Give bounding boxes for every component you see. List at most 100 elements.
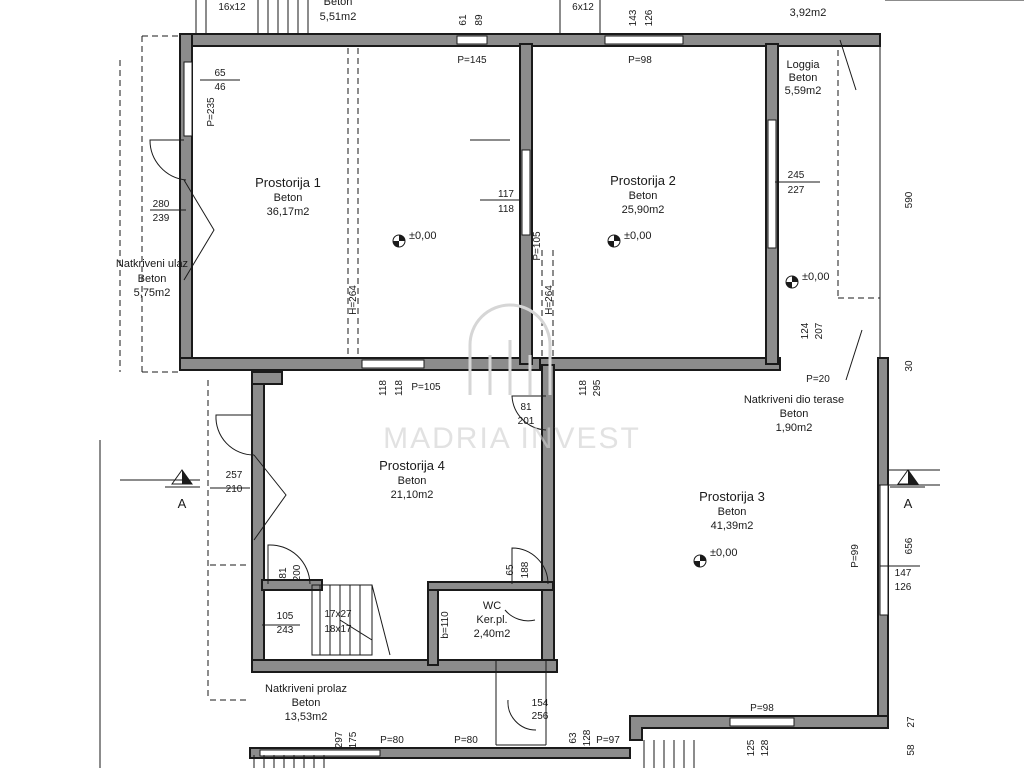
dim-126a: 126 (644, 9, 655, 26)
dim-30: 30 (904, 360, 915, 372)
level-marker-r3 (693, 554, 707, 568)
dim-81a: 81 (520, 402, 532, 413)
terrace-area: 1,90m2 (776, 422, 813, 434)
dim-590: 590 (904, 191, 915, 208)
wc-material: Ker.pl. (476, 614, 507, 626)
room3-area: 41,39m2 (711, 520, 754, 532)
wall-wc-left (427, 584, 439, 666)
dim-p80b: P=80 (454, 735, 478, 746)
dim-154: 154 (532, 698, 549, 709)
window-top-2 (604, 35, 684, 45)
dim-65b: 65 (505, 564, 516, 576)
dim-81b: 81 (278, 567, 289, 579)
terrace-material: Beton (780, 408, 809, 420)
room4-material: Beton (398, 475, 427, 487)
dim-h264b: H=264 (544, 285, 555, 315)
dim-210: 210 (226, 484, 243, 495)
dim-128b: 128 (760, 739, 771, 756)
window-left-room1 (183, 61, 193, 137)
dim-46: 46 (214, 82, 226, 93)
window-room1-bottom (361, 359, 425, 369)
loggia-name: Loggia (786, 59, 820, 71)
door-swing-room4 (215, 414, 255, 456)
dimension-texts: 16x12 6x12 61 89 143 126 P=145 P=98 65 4… (153, 2, 917, 756)
dim-p235: P=235 (206, 97, 217, 127)
wall-bottom-wc (251, 659, 558, 673)
wc-name: WC (483, 600, 501, 612)
dim-201: 201 (518, 416, 535, 427)
wall-bottom-room3 (629, 715, 889, 741)
dim-89: 89 (474, 14, 485, 26)
window-room1-room2 (521, 149, 531, 236)
loggia-area: 5,59m2 (785, 85, 822, 97)
level-marker-r2 (607, 234, 621, 248)
door-entry-leaf (183, 179, 215, 281)
dim-p20: P=20 (806, 374, 830, 385)
wc-area: 2,40m2 (474, 628, 511, 640)
dim-118b: 118 (378, 380, 389, 396)
room2-material: Beton (629, 190, 658, 202)
dim-656: 656 (904, 537, 915, 554)
dim-126b: 126 (895, 582, 912, 593)
section-left-label: A (178, 496, 187, 511)
wall-room4-room3 (541, 364, 555, 666)
doors (149, 39, 863, 731)
passage-name: Natkriveni prolaz (265, 683, 347, 695)
dim-257: 257 (226, 470, 243, 481)
passage-material: Beton (292, 697, 321, 709)
door-swing-bottom (507, 699, 537, 731)
dim-125: 125 (746, 739, 757, 756)
door-swing-wc (504, 609, 536, 622)
dim-16x12: 16x12 (218, 2, 246, 13)
window-room3-bottom (729, 717, 795, 727)
watermark-text: MADRIA INVEST (383, 422, 641, 455)
room1-name: Prostorija 1 (255, 175, 321, 190)
dim-200: 200 (292, 564, 303, 581)
level-r3: ±0,00 (710, 547, 737, 559)
dim-256: 256 (532, 711, 549, 722)
dim-65: 65 (214, 68, 226, 79)
door-swing-stairs (267, 544, 311, 585)
door-swing-room3 (511, 395, 547, 431)
dim-h264a: H=264 (348, 285, 359, 315)
room1-area: 36,17m2 (267, 206, 310, 218)
window-passage (259, 749, 381, 757)
watermark-logo (468, 303, 552, 395)
door-leaf-loggia (839, 39, 857, 91)
wall-wc-top (427, 581, 554, 591)
dim-117: 117 (498, 189, 514, 200)
dim-239: 239 (153, 213, 170, 224)
door-swing-entry (149, 139, 187, 181)
section-marker-left (165, 469, 200, 488)
level-r2: ±0,00 (624, 230, 651, 242)
dim-61: 61 (458, 14, 469, 26)
room3-name: Prostorija 3 (699, 489, 765, 504)
level-marker-loggia (785, 275, 799, 289)
dim-188: 188 (520, 561, 531, 578)
dim-243: 243 (277, 625, 294, 636)
dim-105: 105 (277, 611, 294, 622)
dim-18x17: 18x17 (324, 624, 352, 635)
dim-118d: 118 (578, 380, 589, 396)
door-leaf-terrace (845, 329, 863, 381)
window-loggia (767, 119, 777, 249)
stairs (195, 0, 695, 768)
room2-name: Prostorija 2 (610, 173, 676, 188)
terrace-name: Natkriveni dio terase (744, 394, 844, 406)
level-marker-r1 (392, 234, 406, 248)
dim-124: 124 (800, 322, 811, 339)
wall-bottom-passage (249, 747, 631, 759)
dim-128a: 128 (582, 729, 593, 746)
dim-143: 143 (628, 9, 639, 26)
door-swing-wc-top (511, 547, 549, 585)
room1-material: Beton (274, 192, 303, 204)
dim-175: 175 (348, 731, 359, 748)
room4-area: 21,10m2 (391, 489, 434, 501)
dim-118a: 118 (498, 204, 514, 215)
dim-p145: P=145 (457, 55, 487, 66)
entry-name: Natkriveni ulaz (116, 258, 188, 270)
dim-207: 207 (814, 322, 825, 339)
room4-name: Prostorija 4 (379, 458, 445, 473)
section-marker-right (890, 469, 925, 488)
passage-area: 13,53m2 (285, 711, 328, 723)
